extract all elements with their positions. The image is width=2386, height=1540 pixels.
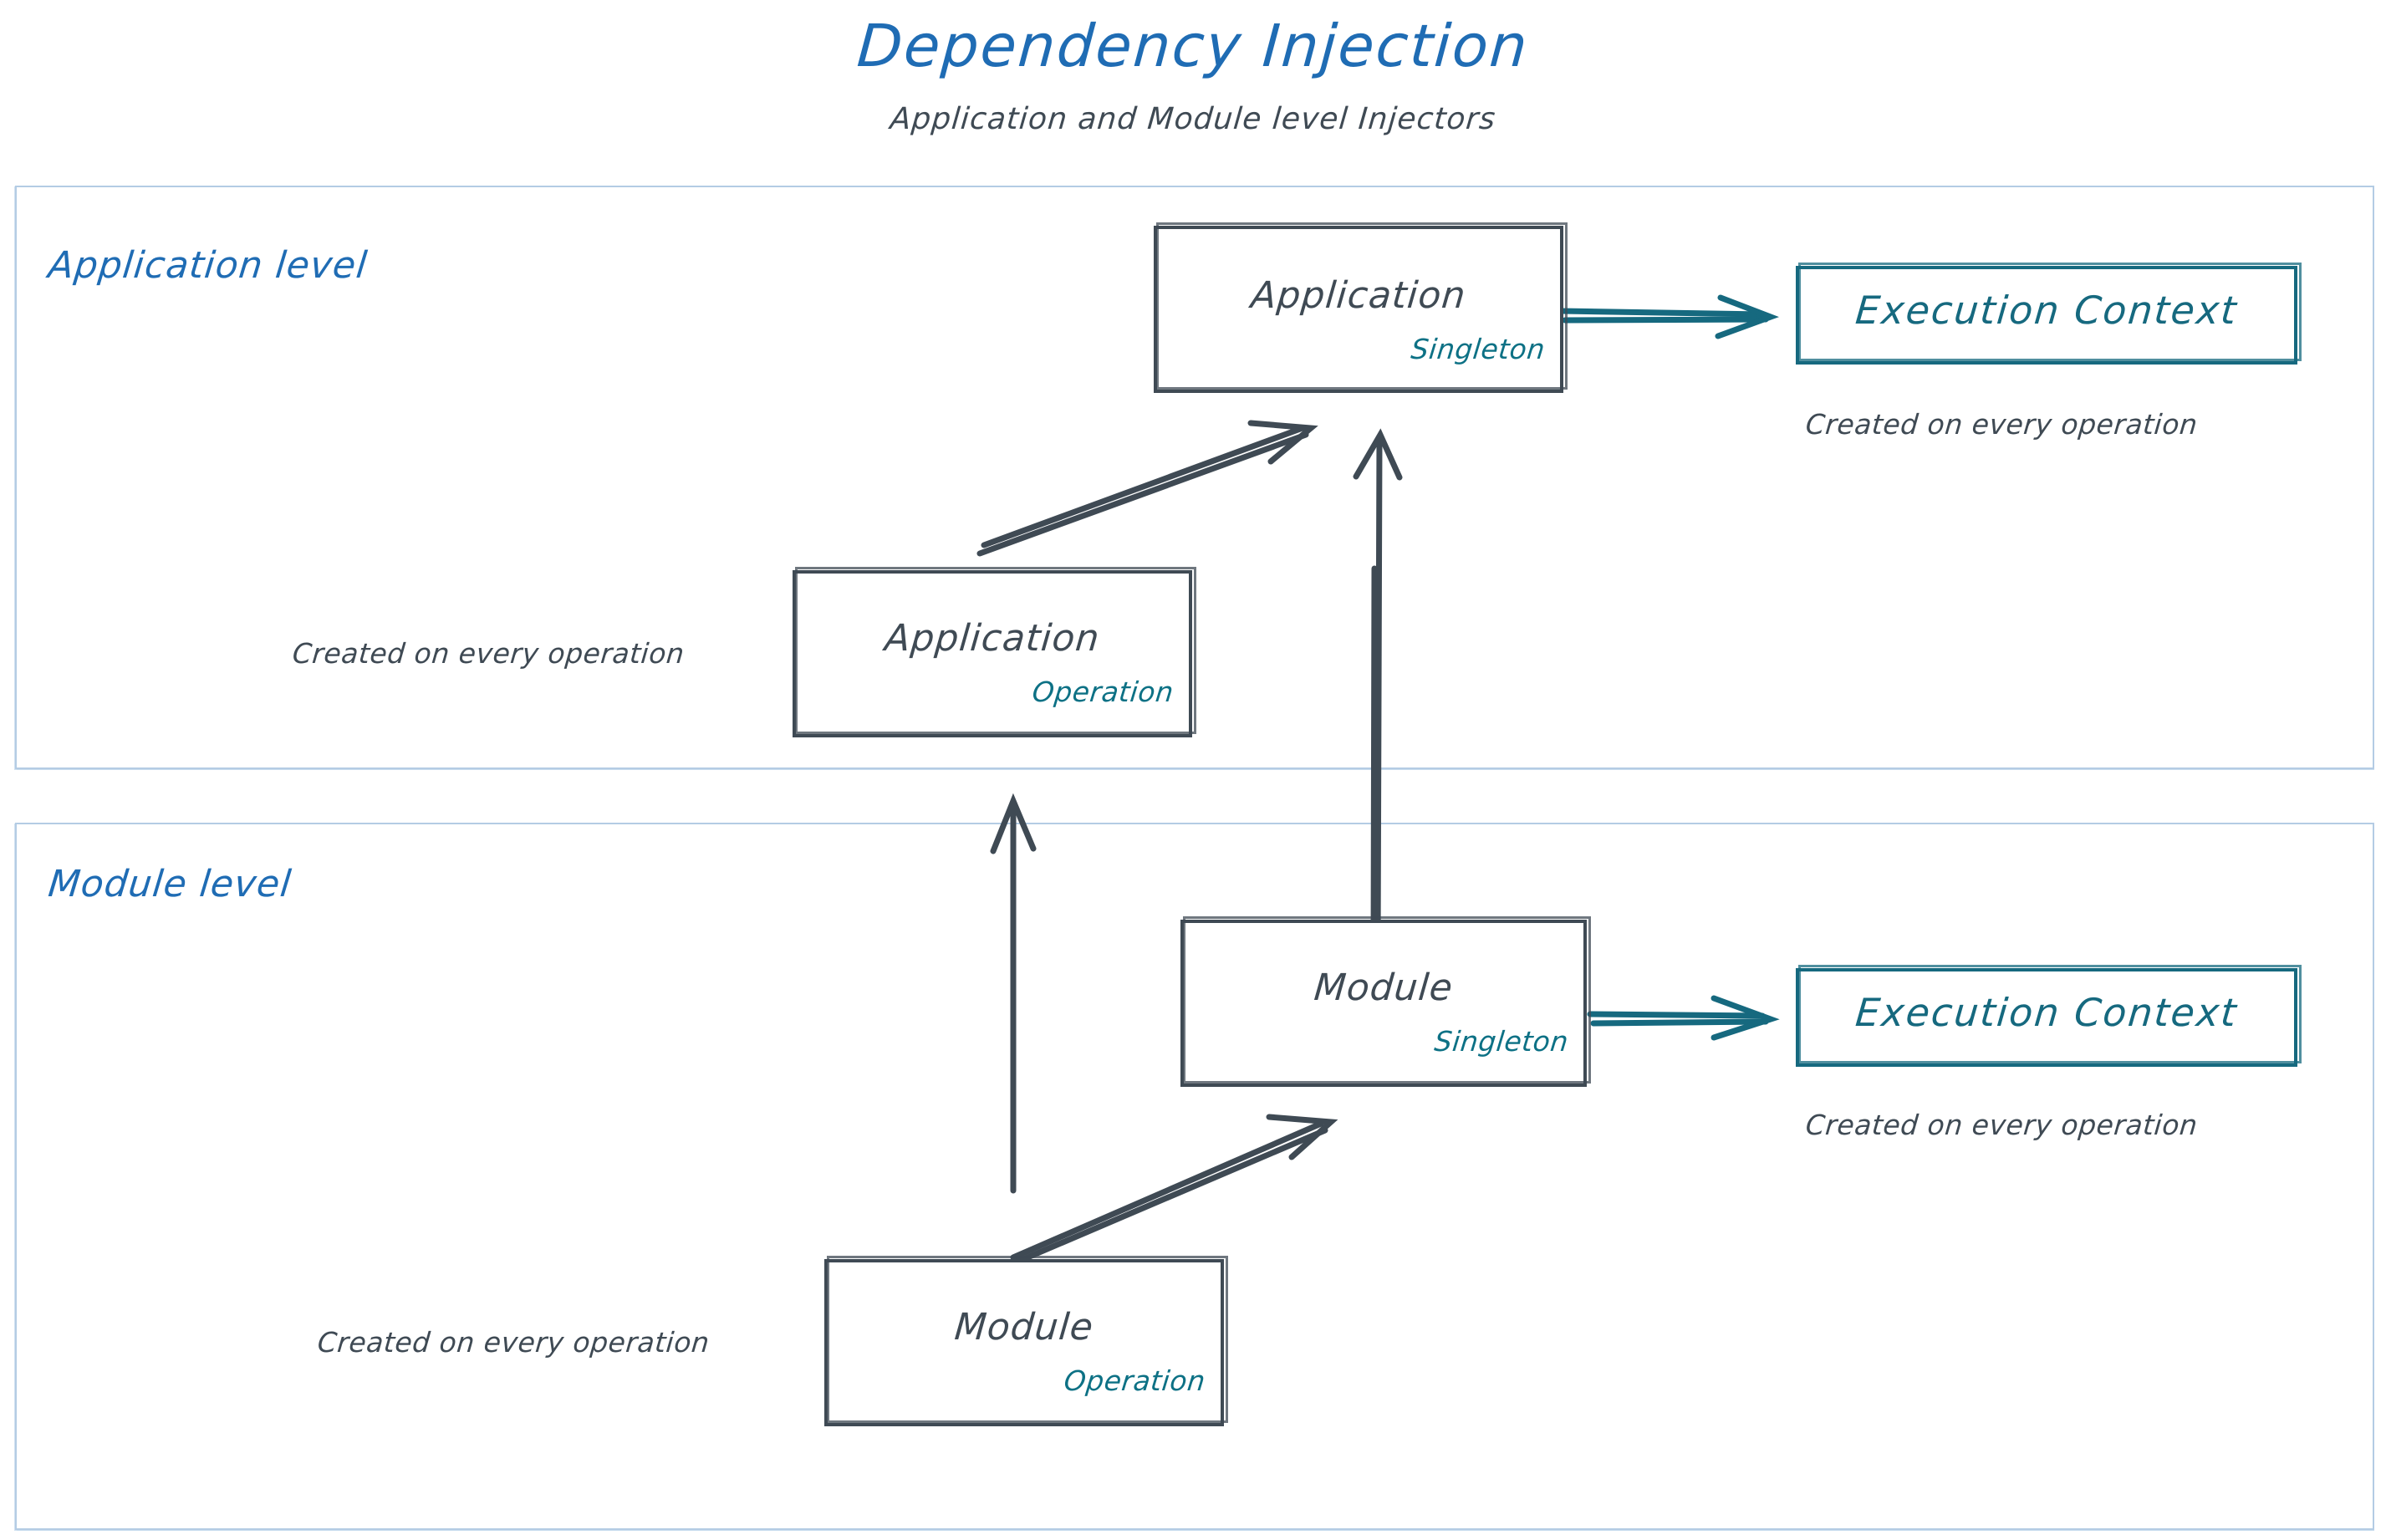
node-border [1180, 920, 1587, 1087]
node-border [1796, 266, 2297, 365]
node-border-sketch [1798, 263, 2302, 361]
page-title: Dependency Injection [854, 12, 1532, 80]
node-application-operation[interactable]: Application Operation [793, 567, 1196, 737]
caption-app-operation: Created on every operation [291, 637, 686, 670]
node-scope-label: Singleton [1432, 1025, 1571, 1058]
node-border-sketch [1156, 222, 1568, 390]
node-border-sketch [795, 567, 1196, 734]
node-module-operation[interactable]: Module Operation [824, 1256, 1228, 1426]
node-title: Execution Context [1853, 288, 2240, 333]
node-title: Execution Context [1853, 990, 2240, 1035]
caption-module-operation: Created on every operation [316, 1326, 711, 1359]
node-border [824, 1259, 1224, 1426]
node-border [793, 570, 1192, 737]
node-scope-label: Operation [1063, 1364, 1208, 1397]
node-title: Module [952, 1306, 1096, 1349]
node-border [1796, 968, 2297, 1067]
node-border [1154, 226, 1563, 393]
caption-module-exec-context: Created on every operation [1804, 1109, 2200, 1141]
panel-module-level [15, 823, 2374, 1530]
node-title: Application [883, 617, 1102, 660]
node-application-execution-context[interactable]: Execution Context [1796, 263, 2302, 365]
node-title: Application [1249, 274, 1468, 317]
page-subtitle: Application and Module level Injectors [889, 102, 1497, 136]
node-scope-label: Singleton [1409, 333, 1547, 365]
panel-module-level-label: Module level [46, 863, 294, 905]
panel-application-level [15, 186, 2374, 769]
panel-application-level-label: Application level [46, 244, 370, 287]
node-module-singleton[interactable]: Module Singleton [1180, 916, 1591, 1087]
node-scope-label: Operation [1031, 676, 1176, 708]
node-border-sketch [1183, 916, 1591, 1084]
caption-app-exec-context: Created on every operation [1804, 408, 2200, 441]
node-border-sketch [1798, 965, 2302, 1063]
node-application-singleton[interactable]: Application Singleton [1154, 222, 1568, 393]
node-module-execution-context[interactable]: Execution Context [1796, 965, 2302, 1067]
node-title: Module [1312, 966, 1456, 1009]
node-border-sketch [827, 1256, 1228, 1423]
